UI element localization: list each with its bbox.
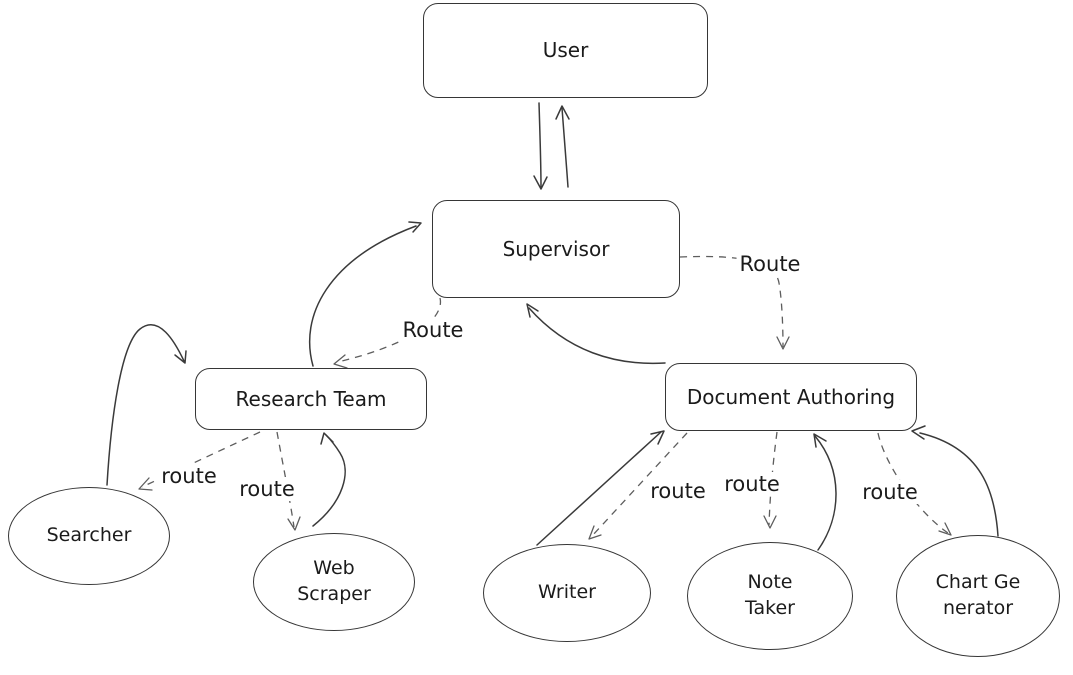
edge-note-taker-to-document-authoring xyxy=(813,433,837,551)
edge-research-team-to-web-scraper xyxy=(276,431,301,531)
node-supervisor: Supervisor xyxy=(432,200,680,298)
edge-document-authoring-to-writer xyxy=(588,432,688,540)
node-writer-label: Writer xyxy=(538,581,596,604)
edge-label-route-research-team-to-searcher: route xyxy=(158,464,220,488)
node-note-taker-label: Note Taker xyxy=(745,571,795,619)
edge-supervisor-to-document-authoring xyxy=(679,255,790,350)
node-document-authoring-label: Document Authoring xyxy=(686,384,896,409)
node-note-taker: Note Taker xyxy=(687,542,853,650)
edge-document-authoring-to-note-taker xyxy=(763,431,778,529)
node-chart-generator-label: Chart Generator xyxy=(935,571,1021,619)
node-writer: Writer xyxy=(483,544,651,642)
edge-label-route-document-authoring-to-chart-generator: route xyxy=(859,480,921,504)
node-research-team-label: Research Team xyxy=(235,386,387,411)
node-web-scraper-label: Web Scraper xyxy=(297,557,371,605)
node-supervisor-label: Supervisor xyxy=(502,236,610,261)
edge-research-team-to-supervisor xyxy=(308,221,422,367)
edge-writer-to-document-authoring xyxy=(536,430,665,546)
node-chart-generator: Chart Generator xyxy=(896,535,1060,657)
node-document-authoring: Document Authoring xyxy=(665,363,917,431)
node-user-label: User xyxy=(542,38,589,62)
edge-web-scraper-to-research-team xyxy=(312,432,346,527)
node-searcher-label: Searcher xyxy=(46,524,132,547)
edge-label-route-document-authoring-to-writer: route xyxy=(647,479,709,503)
edge-label-route-supervisor-to-document-authoring: Route xyxy=(736,252,804,276)
edge-searcher-to-research-team xyxy=(106,324,187,486)
edge-chart-generator-to-document-authoring xyxy=(911,425,999,537)
edge-label-route-research-team-to-web-scraper: route xyxy=(236,477,298,501)
node-research-team: Research Team xyxy=(195,368,427,430)
node-web-scraper: Web Scraper xyxy=(253,533,415,631)
edge-label-route-supervisor-to-research-team: Route xyxy=(399,318,467,342)
edge-label-route-document-authoring-to-note-taker: route xyxy=(721,472,783,496)
edge-user-to-supervisor xyxy=(533,102,548,190)
node-searcher: Searcher xyxy=(8,487,170,585)
edge-document-authoring-to-supervisor xyxy=(526,303,666,365)
edge-supervisor-to-user xyxy=(555,105,570,188)
edge-supervisor-to-research-team xyxy=(333,297,442,369)
node-user: User xyxy=(423,3,708,98)
